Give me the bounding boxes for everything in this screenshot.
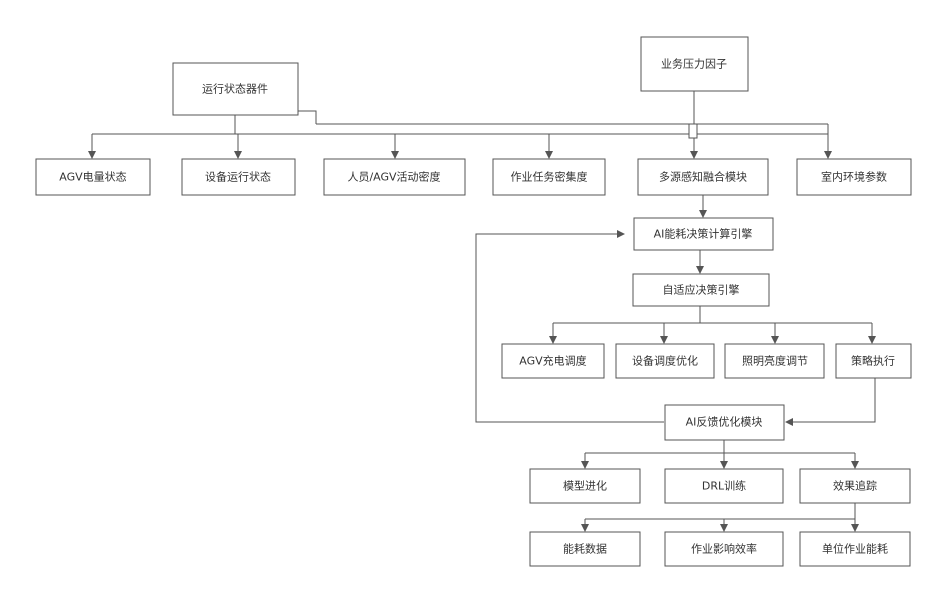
node-agv-charge-label: AGV充电调度 [519,354,586,368]
node-density-label: 人员/AGV活动密度 [347,170,440,184]
node-ai-feedback: AI反馈优化模块 [665,405,784,440]
node-fusion: 多源感知融合模块 [638,159,768,195]
node-ai-feedback-label: AI反馈优化模块 [686,415,763,429]
node-efficiency-label: 作业影响效率 [691,542,757,556]
node-light: 照明亮度调节 [725,344,824,378]
node-decision: 自适应决策引擎 [633,274,769,306]
node-ai-calc-label: AI能耗决策计算引擎 [654,227,753,241]
node-agv-charge: AGV充电调度 [502,344,604,378]
node-drl: DRL训练 [665,469,783,503]
node-model-label: 模型进化 [563,479,607,493]
edge-exec-feedback [786,378,875,422]
node-pressure-label: 业务压力因子 [661,58,727,71]
node-unit-label: 单位作业能耗 [822,542,888,556]
node-pressure: 业务压力因子 [641,37,748,91]
node-drl-label: DRL训练 [702,479,746,493]
node-agv-battery: AGV电量状态 [36,159,150,195]
edge-bus-join [298,111,316,124]
node-status: 运行状态器件 [173,63,298,115]
node-model: 模型进化 [530,469,640,503]
node-energy: 能耗数据 [530,532,640,566]
node-exec: 策略执行 [836,344,911,378]
node-device-status-label: 设备运行状态 [205,170,271,184]
edge-feedback-loop [476,234,664,422]
node-decision-label: 自适应决策引擎 [663,283,740,297]
node-ai-calc: AI能耗决策计算引擎 [634,218,773,250]
node-device-status: 设备运行状态 [182,159,295,195]
node-effect: 效果追踪 [800,469,910,503]
node-env-label: 室内环境参数 [821,170,887,184]
node-unit: 单位作业能耗 [800,532,910,566]
node-fusion-label: 多源感知融合模块 [659,170,747,184]
node-env: 室内环境参数 [797,159,911,195]
connectors [92,91,875,531]
node-agv-battery-label: AGV电量状态 [59,170,126,184]
node-exec-label: 策略执行 [851,354,895,368]
node-light-label: 照明亮度调节 [742,354,808,368]
junction-mark [689,124,697,138]
node-device-opt-label: 设备调度优化 [632,354,698,368]
node-density: 人员/AGV活动密度 [324,159,465,195]
node-status-label: 运行状态器件 [202,82,268,96]
node-efficiency: 作业影响效率 [665,532,783,566]
node-energy-label: 能耗数据 [563,542,607,556]
node-device-opt: 设备调度优化 [616,344,714,378]
node-effect-label: 效果追踪 [833,479,877,493]
node-task-density-label: 作业任务密集度 [511,170,588,184]
node-task-density: 作业任务密集度 [493,159,605,195]
